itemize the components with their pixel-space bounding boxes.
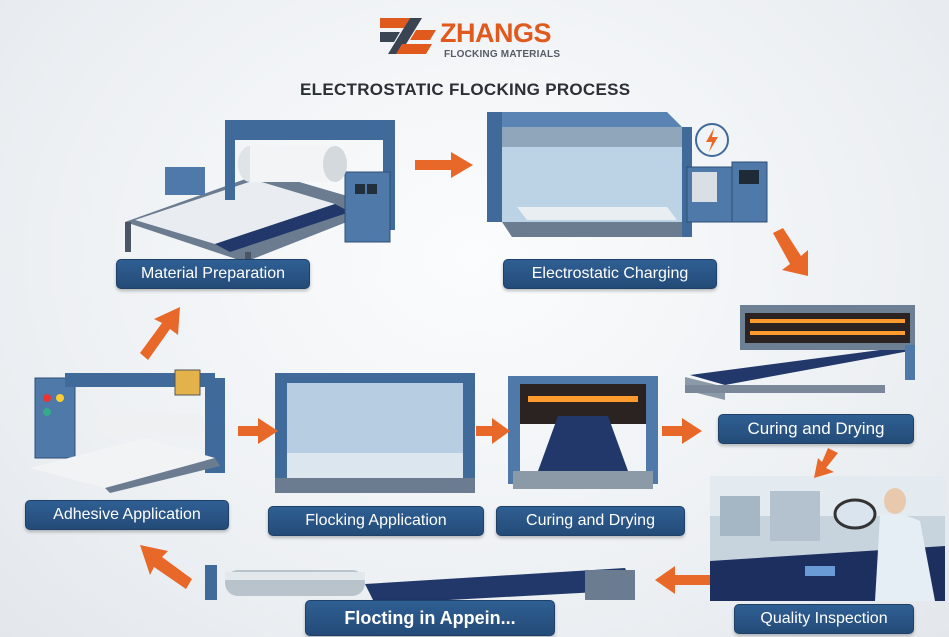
arrow-flocking-to-curing-icon <box>476 418 510 444</box>
label-quality-inspection: Quality Inspection <box>734 604 914 634</box>
material-preparation-machine <box>125 120 395 272</box>
label-curing-drying-right: Curing and Drying <box>718 414 914 444</box>
arrow-roll-to-adhesive-icon <box>140 545 192 589</box>
label-material-preparation: Material Preparation <box>116 259 310 289</box>
label-curing-drying-middle: Curing and Drying <box>496 506 685 536</box>
label-flocking-application: Flocking Application <box>268 506 484 536</box>
page-title: ELECTROSTATIC FLOCKING PROCESS <box>300 80 631 99</box>
curing-oven-middle <box>508 376 658 489</box>
arrow-adhesive-to-prep-icon <box>140 307 180 360</box>
label-flocting-in-appein: Flocting in Appein... <box>305 600 555 636</box>
adhesive-application-machine <box>30 369 225 493</box>
label-adhesive-application: Adhesive Application <box>25 500 229 530</box>
electrostatic-charging-machine <box>487 112 768 237</box>
arrow-prep-to-charging-icon <box>415 152 473 178</box>
quality-inspection-photo <box>710 476 945 601</box>
arrow-inspection-to-roll-icon <box>655 566 710 594</box>
arrow-adhesive-to-flocking-icon <box>238 418 278 444</box>
arrow-curing-to-inspection-icon <box>814 448 838 478</box>
brand-subtitle: FLOCKING MATERIALS <box>444 49 561 60</box>
zhangs-logo-icon <box>380 18 436 54</box>
flocked-fabric-roll <box>205 565 635 604</box>
arrow-charging-to-curing-icon <box>773 228 808 276</box>
arrow-curing-to-curing-icon <box>662 418 702 444</box>
curing-oven-right <box>685 305 915 400</box>
label-electrostatic-charging: Electrostatic Charging <box>503 259 717 289</box>
brand-name: ZHANGS <box>440 18 552 48</box>
flocking-application-chamber <box>275 373 475 493</box>
